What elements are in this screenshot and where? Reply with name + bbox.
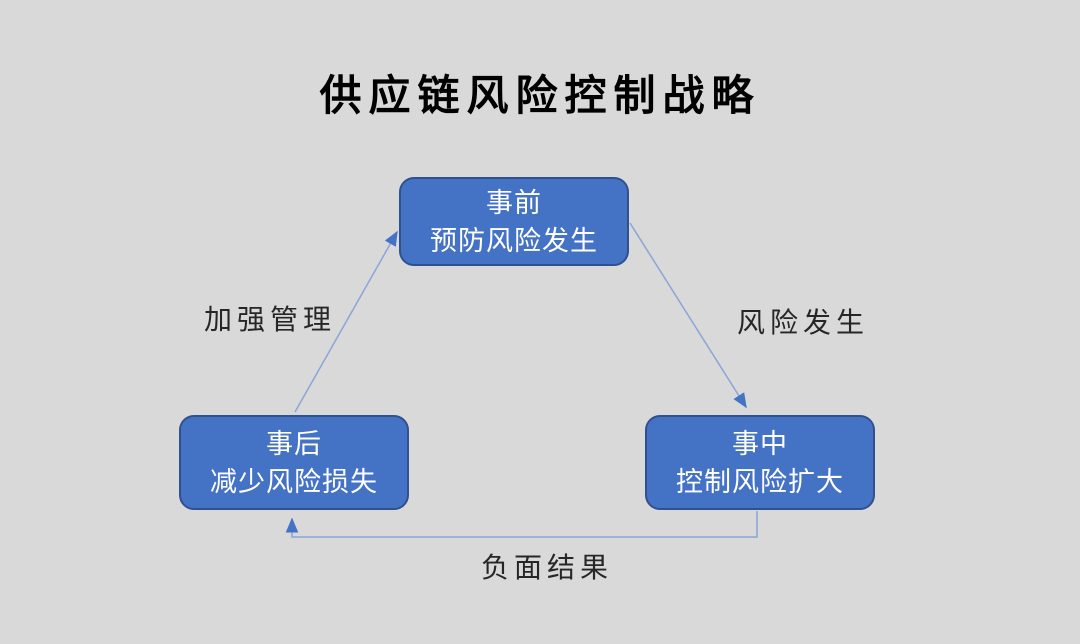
node-after-event: 事后 减少风险损失 — [179, 415, 409, 510]
node-during-event: 事中 控制风险扩大 — [645, 415, 875, 510]
node-during-event-phase: 事中 — [732, 428, 788, 459]
node-after-event-phase: 事后 — [266, 428, 322, 459]
edge-negative-outcome-arrow — [285, 511, 758, 538]
edge-label-risk-occurs: 风险发生 — [736, 307, 870, 338]
node-after-event-action: 减少风险损失 — [210, 466, 378, 497]
edge-strengthen-management-arrow — [294, 230, 398, 413]
node-during-event-action: 控制风险扩大 — [676, 466, 844, 497]
diagram-title: 供应链风险控制战略 — [319, 72, 761, 119]
edge-label-strengthen-management: 加强管理 — [203, 304, 337, 335]
edge-risk-occurs-arrow — [629, 222, 747, 409]
node-before-event-phase: 事前 — [486, 187, 542, 218]
node-before-event-action: 预防风险发生 — [430, 225, 598, 256]
edge-label-negative-outcome: 负面结果 — [480, 552, 614, 583]
node-before-event: 事前 预防风险发生 — [399, 177, 629, 266]
